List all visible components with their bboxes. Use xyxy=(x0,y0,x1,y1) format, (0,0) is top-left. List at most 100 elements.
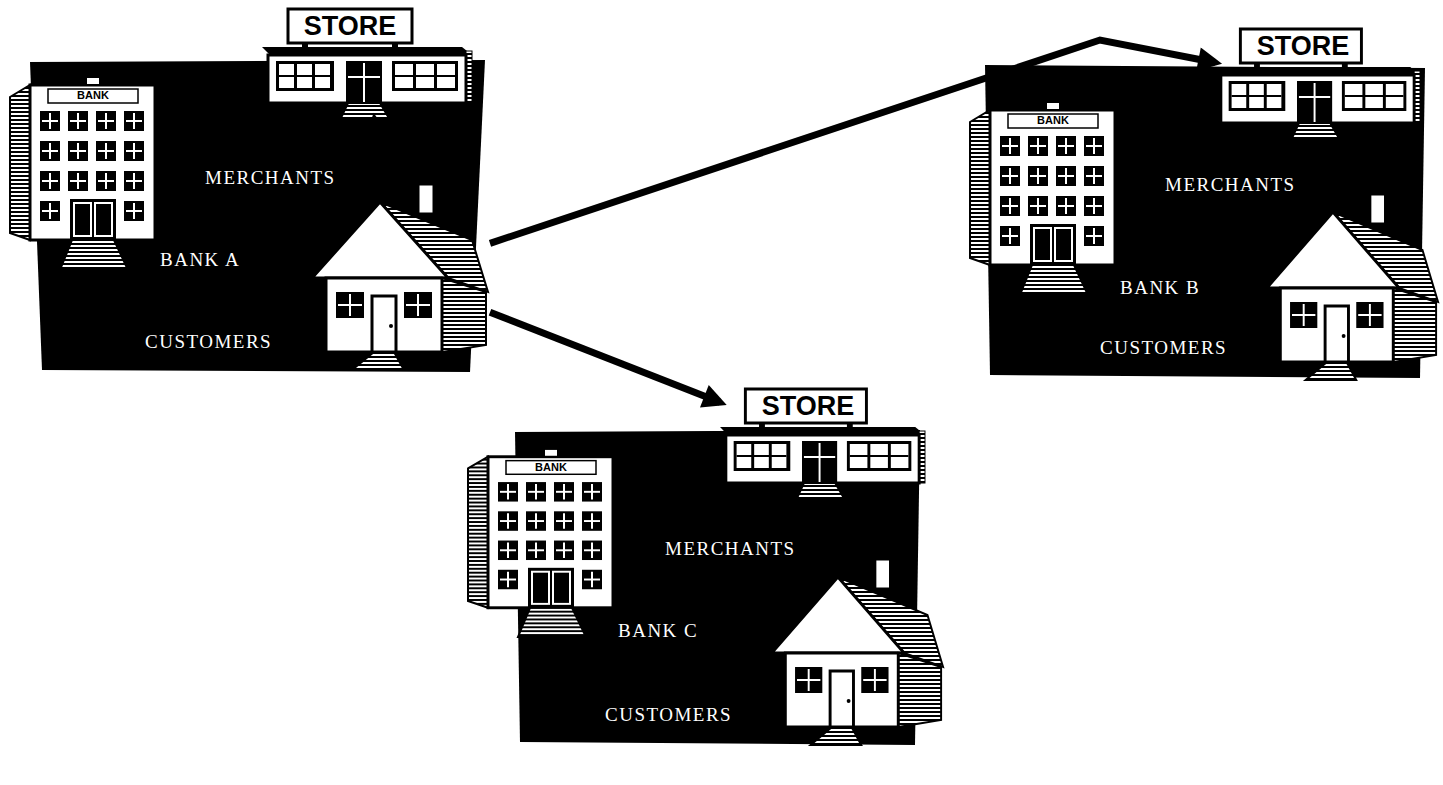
illustration-part xyxy=(1084,226,1104,246)
illustration-part xyxy=(554,511,574,530)
illustration-part xyxy=(1055,228,1072,261)
customers-label: CUSTOMERS xyxy=(605,705,732,724)
illustration-part xyxy=(500,520,516,522)
payment-connector xyxy=(375,120,383,180)
illustration-part xyxy=(584,491,600,493)
illustration-part xyxy=(582,570,602,589)
illustration-part xyxy=(70,120,86,122)
illustration-part xyxy=(819,443,821,483)
illustration-part xyxy=(875,559,891,589)
illustration-part xyxy=(1229,81,1286,111)
merchants-label: MERCHANTS xyxy=(205,168,336,187)
illustration-part xyxy=(126,180,142,182)
illustration-part xyxy=(1008,114,1098,128)
illustration-part xyxy=(70,180,86,182)
illustration-part xyxy=(1290,302,1317,328)
illustration-part xyxy=(544,449,558,457)
illustration-part xyxy=(582,482,602,501)
illustration-part xyxy=(42,150,58,152)
bank-sign-text: BANK xyxy=(48,90,138,101)
illustration-part xyxy=(1056,136,1076,156)
bank-sign-text: BANK xyxy=(506,462,596,473)
illustration-part xyxy=(1058,205,1074,207)
illustration-part xyxy=(847,441,911,471)
illustration-part xyxy=(1325,306,1348,362)
illustration-part xyxy=(518,608,586,637)
illustration-part xyxy=(98,120,114,122)
illustration-part xyxy=(1084,166,1104,186)
illustration-part xyxy=(1299,96,1330,98)
illustration-part xyxy=(74,203,91,236)
bank-label: BANK C xyxy=(618,621,698,640)
illustration-part xyxy=(1030,145,1046,147)
bank-label: BANK B xyxy=(1120,278,1200,297)
illustration-part xyxy=(346,61,382,103)
illustration-part xyxy=(124,171,144,191)
illustration-part xyxy=(468,457,488,608)
store-building: STOREMERCHANTS xyxy=(720,385,925,500)
illustration-part xyxy=(528,520,544,522)
illustration-part xyxy=(556,549,572,551)
illustration-part xyxy=(528,549,544,551)
bank-building: BANKBANK C xyxy=(468,447,628,637)
illustration-part xyxy=(42,210,58,212)
illustration-part xyxy=(40,141,60,161)
illustration-part xyxy=(861,667,888,693)
illustration-part xyxy=(338,304,362,306)
illustration-part xyxy=(1086,145,1102,147)
illustration-part xyxy=(795,667,822,693)
illustration-part xyxy=(1030,175,1046,177)
merchants-label: MERCHANTS xyxy=(665,539,796,558)
customer-house: CUSTOMERS xyxy=(1255,190,1440,380)
illustration-part xyxy=(734,441,791,471)
illustration-part xyxy=(506,461,596,475)
illustration-part xyxy=(830,671,853,727)
illustration-part xyxy=(1002,145,1018,147)
illustration-part xyxy=(1086,205,1102,207)
bank-building: BANKBANK B xyxy=(970,100,1130,295)
illustration-part xyxy=(96,141,116,161)
illustration-part xyxy=(1232,95,1282,97)
illustration-part xyxy=(863,679,886,681)
illustration-part xyxy=(95,203,112,236)
illustration-part xyxy=(1034,228,1051,261)
illustration-part xyxy=(488,457,613,608)
store-sign-text: STORE xyxy=(288,13,412,40)
illustration-part xyxy=(70,150,86,152)
illustration-part xyxy=(1292,314,1315,316)
illustration-part xyxy=(1314,83,1316,123)
illustration-part xyxy=(389,324,393,328)
illustration-part xyxy=(1297,81,1332,123)
store-building: STOREMERCHANTS xyxy=(1215,25,1420,140)
illustration-part xyxy=(1280,288,1393,362)
illustration-part xyxy=(40,171,60,191)
illustration-part xyxy=(1342,81,1406,111)
illustration-part xyxy=(40,201,60,221)
bank-building-drawing xyxy=(10,75,170,270)
illustration-part xyxy=(796,483,845,500)
illustration-part xyxy=(1002,175,1018,177)
customer-house: CUSTOMERS xyxy=(760,555,945,745)
illustration-part xyxy=(498,482,518,501)
bank-building-drawing xyxy=(970,100,1130,295)
customer-house: CUSTOMERS xyxy=(300,180,490,370)
illustration-part xyxy=(1056,166,1076,186)
illustration-part xyxy=(418,184,434,214)
illustration-part xyxy=(498,570,518,589)
illustration-part xyxy=(1356,302,1383,328)
illustration-part xyxy=(124,141,144,161)
illustration-part xyxy=(737,455,787,457)
illustration-part xyxy=(70,199,116,240)
bank-building-drawing xyxy=(468,447,628,637)
illustration-part xyxy=(1002,235,1018,237)
illustration-part xyxy=(797,679,820,681)
illustration-part xyxy=(98,180,114,182)
illustration-part xyxy=(126,150,142,152)
illustration-part xyxy=(10,85,30,240)
illustration-part xyxy=(392,61,458,91)
illustration-part xyxy=(785,653,898,727)
customers-label: CUSTOMERS xyxy=(1100,338,1227,357)
customers-label: CUSTOMERS xyxy=(145,332,272,351)
illustration-part xyxy=(1086,175,1102,177)
region-panel xyxy=(30,60,485,372)
